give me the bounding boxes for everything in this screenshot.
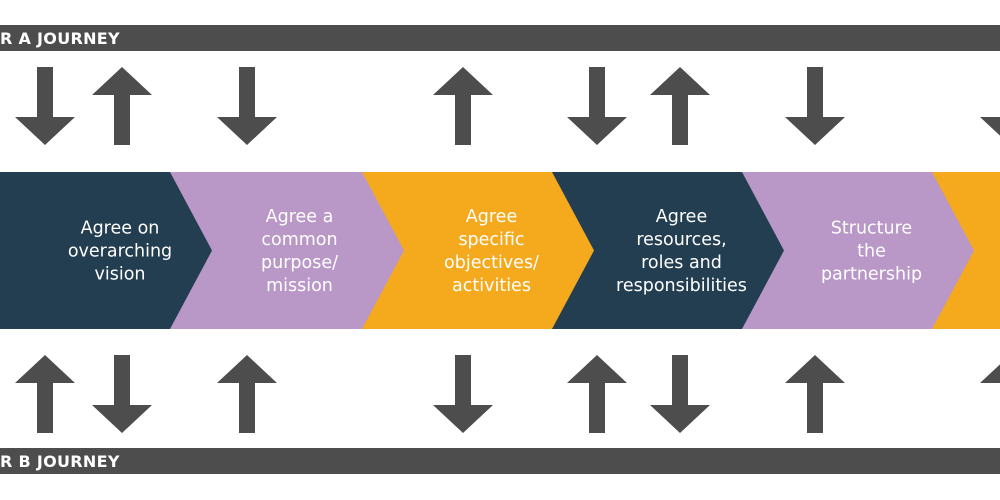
step-label: Agree specific objectives/activities [444,207,539,296]
step-agree-resources: Agree resources, roles and responsibilities [552,172,807,329]
chevron-shape [170,172,425,329]
step-label-line: Agree [656,207,707,227]
arrow-up-icon [217,355,277,433]
arrows-layer [15,67,1000,433]
step-label-line: partnership [821,265,922,285]
arrow-down-icon [650,355,710,433]
chevron-shape [552,172,807,329]
arrow-down-icon [785,67,845,145]
step-label: Agree resources, roles and responsibilities [616,207,747,296]
partner-b-journey-label: R B JOURNEY [0,452,120,471]
step-label-line: vision [95,265,146,285]
arrow-up-icon [650,67,710,145]
step-label-line: overarching [68,242,172,262]
partner-b-journey-band: R B JOURNEY [0,448,1000,474]
arrow-down-icon [15,67,75,145]
step-partial-right [932,172,1000,329]
arrow-up-icon [567,355,627,433]
step-structure-partnership: Structure the partnership [742,172,997,329]
step-label: Agree a common purpose/mission [261,207,338,296]
step-label-line: Structure [831,219,912,239]
arrow-up-icon [980,364,1000,383]
step-label-line: Agree [466,207,517,227]
arrow-up-icon [15,355,75,433]
step-label-line: roles and [641,253,722,273]
step-label: Structure the partnership [821,219,922,285]
steps-layer: Agree on overarching vision Agree a common pu… [0,172,1000,329]
step-label-line: resources, [636,230,726,250]
arrow-up-icon [433,67,493,145]
step-agree-purpose: Agree a common purpose/mission [170,172,425,329]
step-label-line: common [261,230,337,250]
step-label-line: activities [452,276,531,296]
arrow-down-icon [567,67,627,145]
arrow-down-icon [217,67,277,145]
chevron-shape [362,172,617,329]
chevron-shape [742,172,997,329]
arrow-up-icon [785,355,845,433]
step-label-line: Agree a [266,207,334,227]
step-label-line: purpose/ [261,253,338,273]
partner-a-journey-label: R A JOURNEY [0,29,120,48]
partner-a-journey-band: R A JOURNEY [0,25,1000,51]
step-agree-objectives: Agree specific objectives/activities [362,172,617,329]
arrow-down-icon [980,117,1000,136]
arrow-down-icon [433,355,493,433]
step-label: Agree on overarching vision [68,219,172,285]
step-label-line: specific [458,230,524,250]
step-label-line: Agree on [81,219,160,239]
chevron-shape [932,172,1000,329]
step-label-line: the [857,242,886,262]
arrow-down-icon [92,355,152,433]
step-label-line: objectives/ [444,253,539,273]
step-label-line: responsibilities [616,276,747,296]
arrow-up-icon [92,67,152,145]
step-label-line: mission [266,276,333,296]
